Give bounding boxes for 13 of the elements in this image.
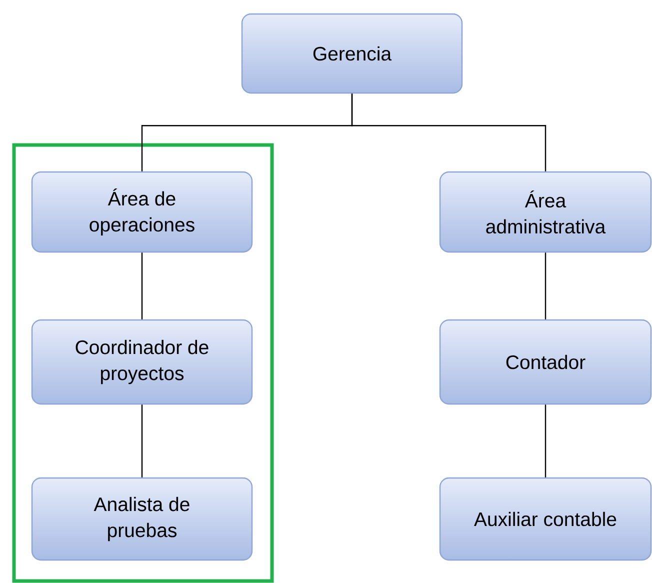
connector-line	[544, 404, 546, 478]
highlight-frame	[12, 143, 274, 583]
org-box: Área de operaciones	[31, 171, 253, 253]
org-box: Coordinador de proyectos	[31, 319, 253, 405]
org-box: Analista de pruebas	[31, 477, 253, 561]
org-box: Auxiliar contable	[439, 477, 652, 561]
org-box: Gerencia	[241, 13, 463, 94]
connector-line	[141, 252, 143, 320]
org-box: Área administrativa	[439, 171, 652, 253]
org-box: Contador	[439, 319, 652, 405]
connector-line	[544, 252, 546, 320]
connector-line	[141, 404, 143, 478]
connector-line	[351, 94, 546, 172]
